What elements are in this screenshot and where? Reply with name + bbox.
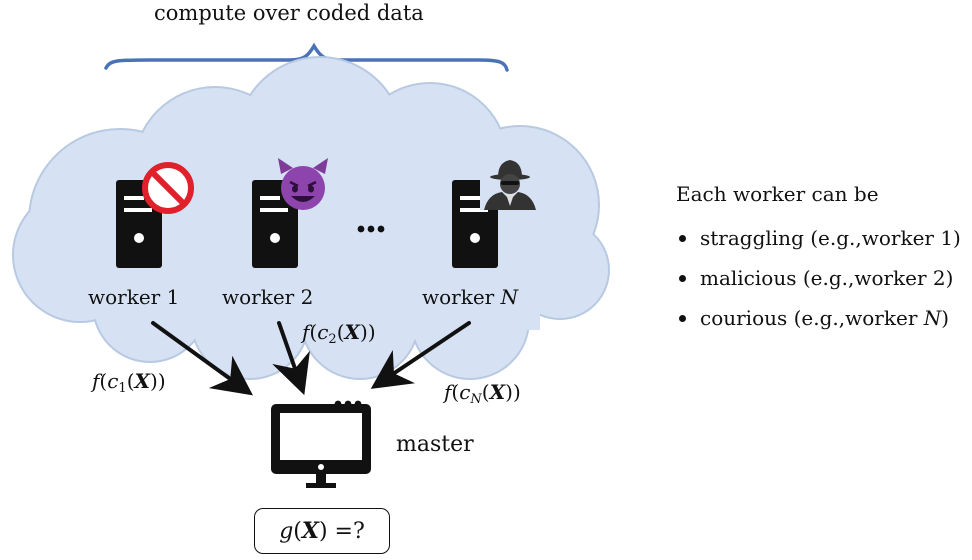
no-entry-icon [142, 162, 194, 214]
list-item: malicious (e.g.,worker 2) [676, 266, 961, 306]
master-label: master [396, 432, 474, 457]
bullet-icon [679, 314, 686, 322]
arrow-worker-n [370, 321, 471, 389]
devil-emoji-icon [278, 158, 328, 210]
list-item: courious (e.g.,worker N) [676, 306, 961, 346]
list-item: straggling (e.g.,worker 1) [676, 226, 961, 266]
worker-label-1: worker 1 [88, 285, 180, 309]
arrows [151, 321, 471, 396]
edge-label-1: f(c1(X)) [92, 369, 166, 396]
bullet-icon [679, 234, 686, 242]
ellipsis-dots [357, 225, 385, 233]
edge-label-n: f(cN(X)) [444, 380, 521, 407]
edge-label-2: f(c2(X)) [302, 320, 376, 347]
worker-behaviors-panel: Each worker can be straggling (e.g.,work… [676, 182, 961, 346]
panel-heading: Each worker can be [676, 182, 879, 206]
curly-brace [104, 42, 509, 72]
diagram-title: compute over coded data [154, 1, 424, 25]
arrow-worker-2 [272, 321, 310, 396]
behavior-list: straggling (e.g.,worker 1) malicious (e.… [676, 226, 961, 346]
cloud [12, 56, 610, 380]
spy-icon [480, 160, 540, 210]
worker-label-n: worker N [422, 285, 519, 309]
worker-label-2: worker 2 [222, 285, 314, 309]
result-box: g(X) =? [254, 508, 390, 554]
arrow-worker-1 [151, 321, 253, 396]
monitor-icon [271, 404, 371, 488]
bullet-icon [679, 274, 686, 282]
